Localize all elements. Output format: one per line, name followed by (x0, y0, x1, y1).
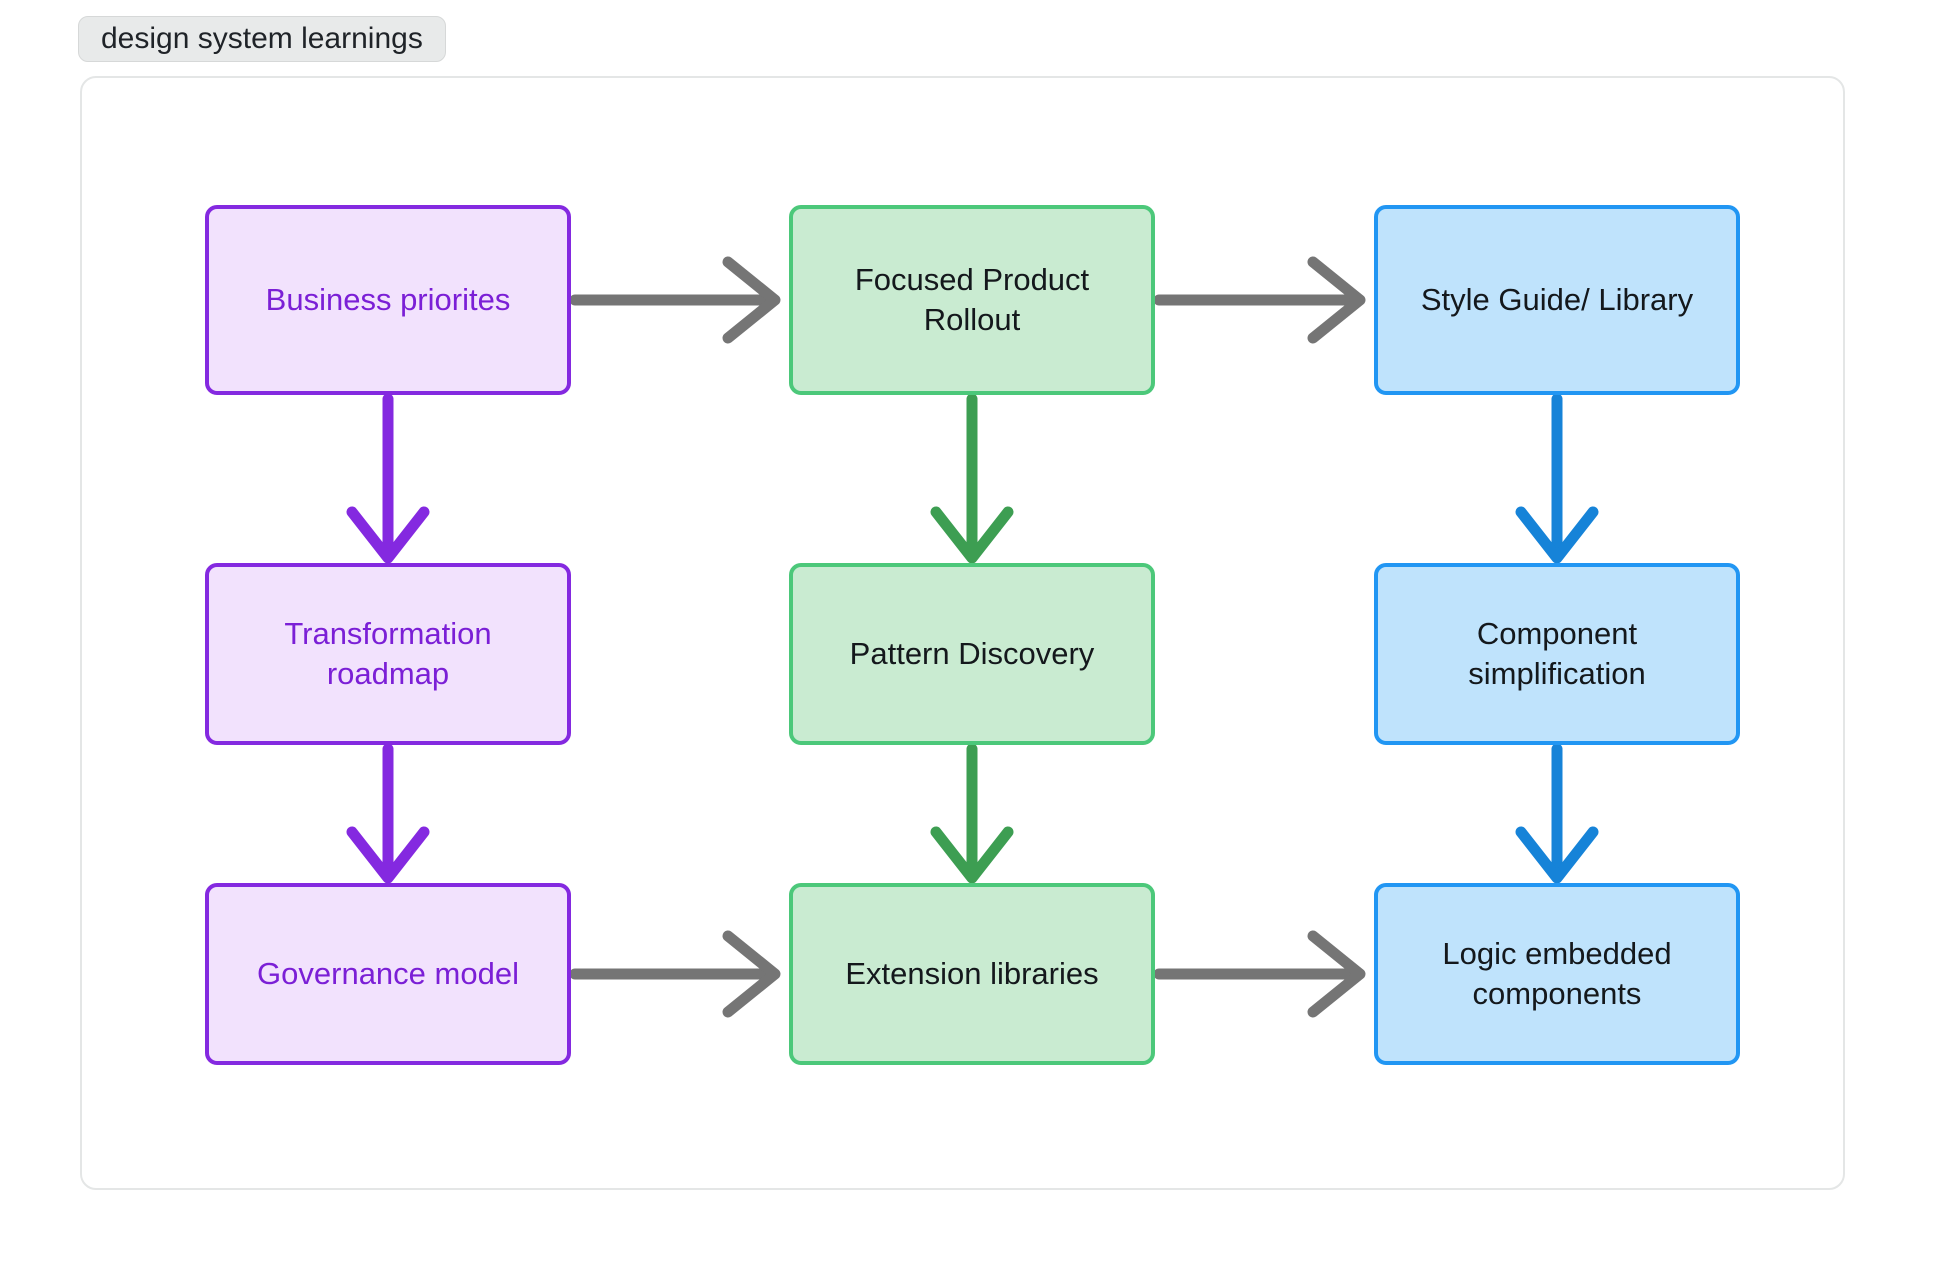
node-label: Style Guide/ Library (1420, 282, 1694, 318)
node-pattern-discovery[interactable]: Pattern Discovery (789, 563, 1155, 745)
node-label: Component simplification (1468, 616, 1646, 691)
node-label: Business priorites (265, 282, 511, 318)
node-governance-model[interactable]: Governance model (205, 883, 571, 1065)
node-label: Pattern Discovery (849, 636, 1095, 672)
node-logic-embedded-components[interactable]: Logic embedded components (1374, 883, 1740, 1065)
node-component-simplification[interactable]: Component simplification (1374, 563, 1740, 745)
node-label: Governance model (257, 956, 519, 992)
node-label: Transformation roadmap (284, 616, 492, 691)
node-style-guide-library[interactable]: Style Guide/ Library (1374, 205, 1740, 395)
diagram-title-chip[interactable]: design system learnings (78, 16, 446, 62)
node-transformation-roadmap[interactable]: Transformation roadmap (205, 563, 571, 745)
diagram-title-label: design system learnings (101, 22, 423, 55)
node-label: Focused Product Rollout (854, 262, 1090, 337)
node-label: Extension libraries (845, 956, 1099, 992)
node-label: Logic embedded components (1442, 936, 1672, 1011)
node-focused-product-rollout[interactable]: Focused Product Rollout (789, 205, 1155, 395)
node-extension-libraries[interactable]: Extension libraries (789, 883, 1155, 1065)
node-business-priorites[interactable]: Business priorites (205, 205, 571, 395)
